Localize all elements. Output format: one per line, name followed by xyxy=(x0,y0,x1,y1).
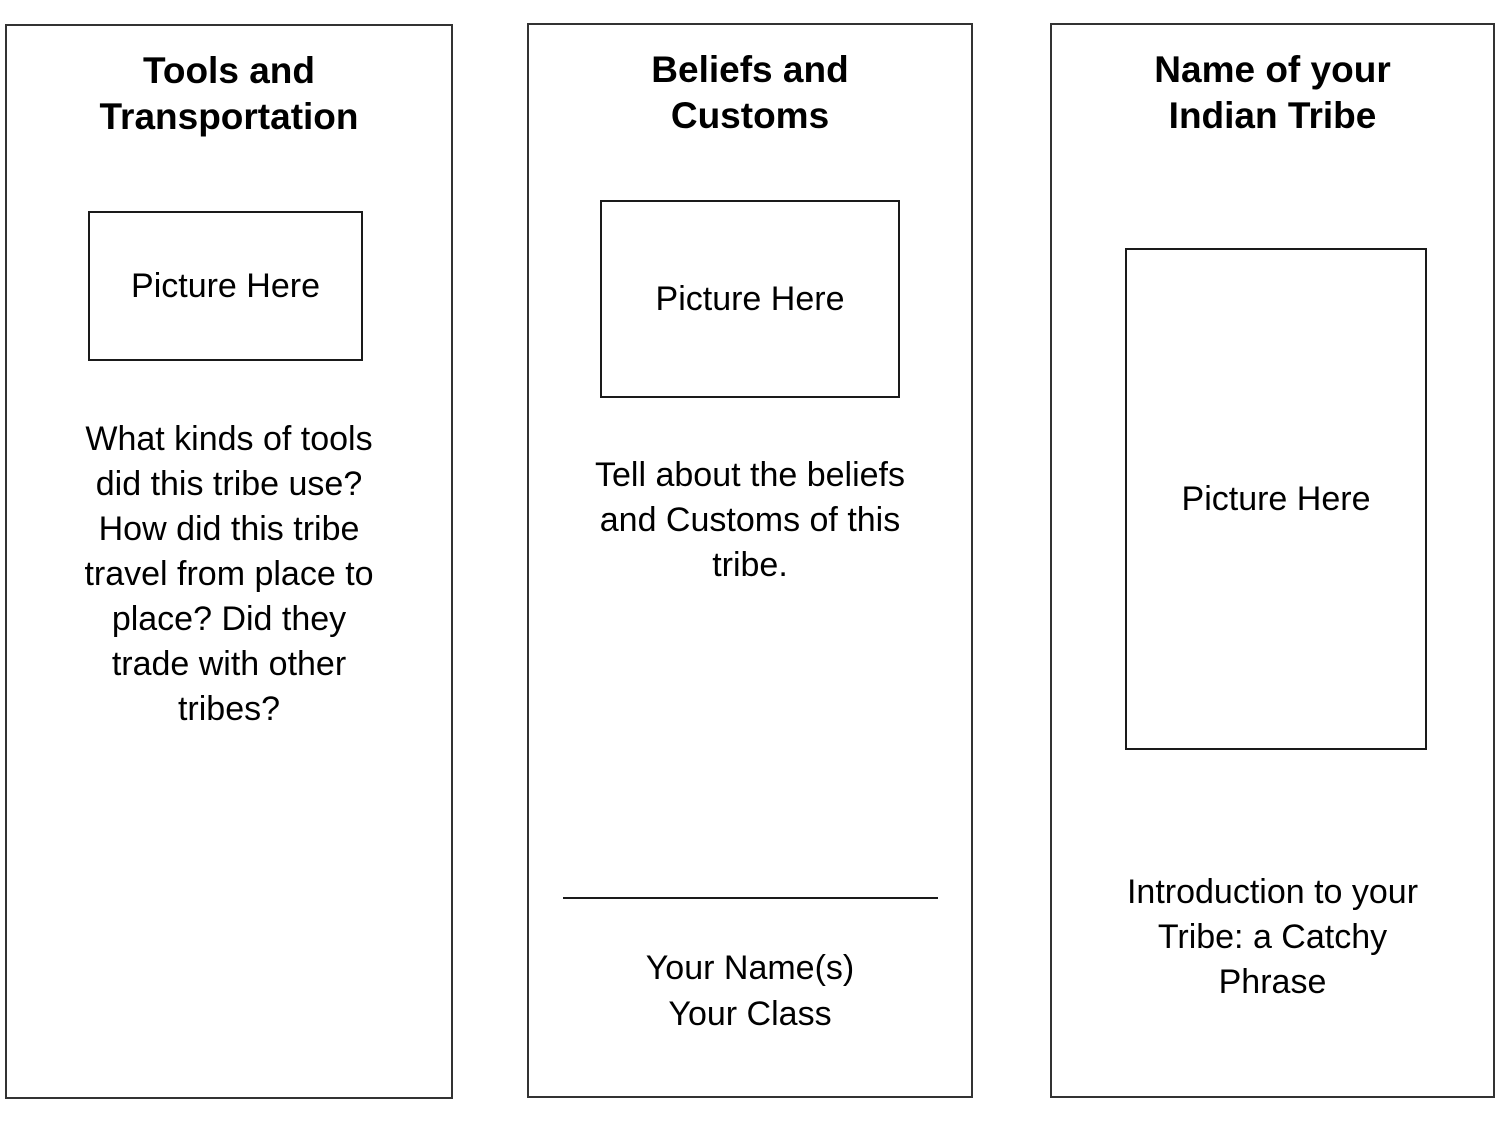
picture-placeholder-box: Picture Here xyxy=(1125,248,1427,750)
picture-placeholder-label: Picture Here xyxy=(1181,479,1371,518)
picture-placeholder-box: Picture Here xyxy=(88,211,363,361)
signature-rule-line xyxy=(563,897,938,899)
picture-placeholder-label: Picture Here xyxy=(655,279,845,318)
picture-placeholder-box: Picture Here xyxy=(600,200,900,398)
picture-placeholder-label: Picture Here xyxy=(131,266,320,305)
name-and-class-text: Your Name(s)Your Class xyxy=(645,949,855,1033)
